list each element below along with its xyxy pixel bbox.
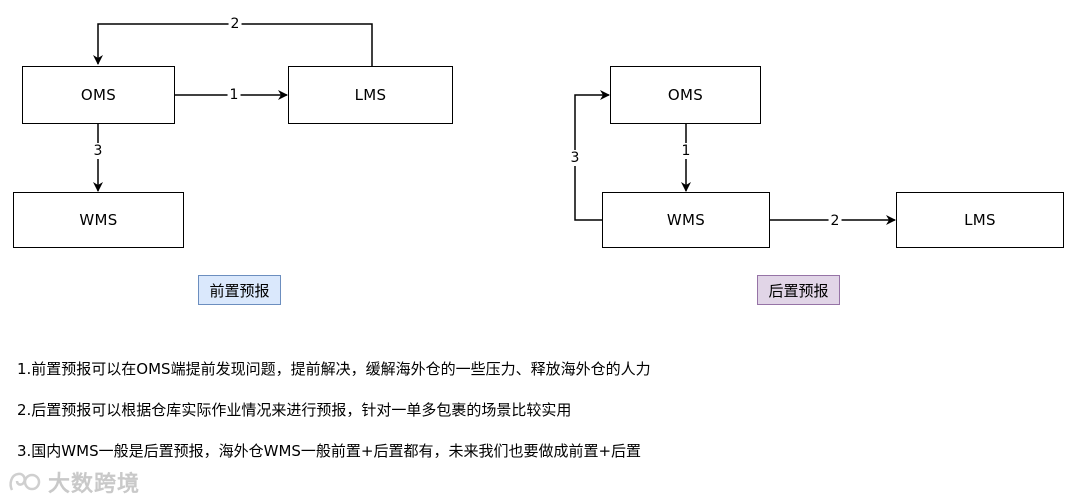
watermark-logo-icon [9,472,41,491]
lms-node-label: LMS [354,86,387,104]
note-item: 2.后置预报可以根据仓库实际作业情况来进行预报，针对一单多包裹的场景比较实用 [17,401,572,419]
lms-node: LMS [288,66,453,124]
back-forecast-label: 后置预报 [768,281,829,300]
oms-node: OMS [22,66,175,124]
edge-label-right-wms-to-oms: 3 [568,150,582,166]
oms-node-label: OMS [80,86,117,104]
notes-list: 1.前置预报可以在OMS端提前发现问题，提前解决，缓解海外仓的一些压力、释放海外… [17,356,651,479]
watermark: 大数跨境 [8,466,140,498]
right-oms-node-label: OMS [667,86,704,104]
right-lms-node-label: LMS [964,211,996,229]
right-wms-node-label: WMS [666,211,706,229]
note-item: 1.前置预报可以在OMS端提前发现问题，提前解决，缓解海外仓的一些压力、释放海外… [17,360,651,378]
edge-label-oms-to-wms: 3 [91,143,105,159]
wms-node: WMS [13,192,184,248]
edge-label-right-oms-to-wms: 1 [679,143,693,159]
back-forecast-tag: 后置预报 [757,275,840,305]
front-forecast-label: 前置预报 [209,281,270,300]
right-oms-node: OMS [610,66,761,124]
right-wms-node: WMS [602,192,770,248]
note-item: 3.国内WMS一般是后置预报，海外仓WMS一般前置+后置都有，未来我们也要做成前… [17,442,642,460]
right-lms-node: LMS [896,192,1064,248]
edge-label-lms-to-oms: 2 [228,16,242,32]
watermark-text: 大数跨境 [48,472,141,497]
edge-label-right-wms-to-lms: 2 [828,213,842,229]
front-forecast-tag: 前置预报 [198,275,281,305]
edge-label-oms-to-lms: 1 [227,87,241,103]
wms-node-label: WMS [79,211,118,229]
